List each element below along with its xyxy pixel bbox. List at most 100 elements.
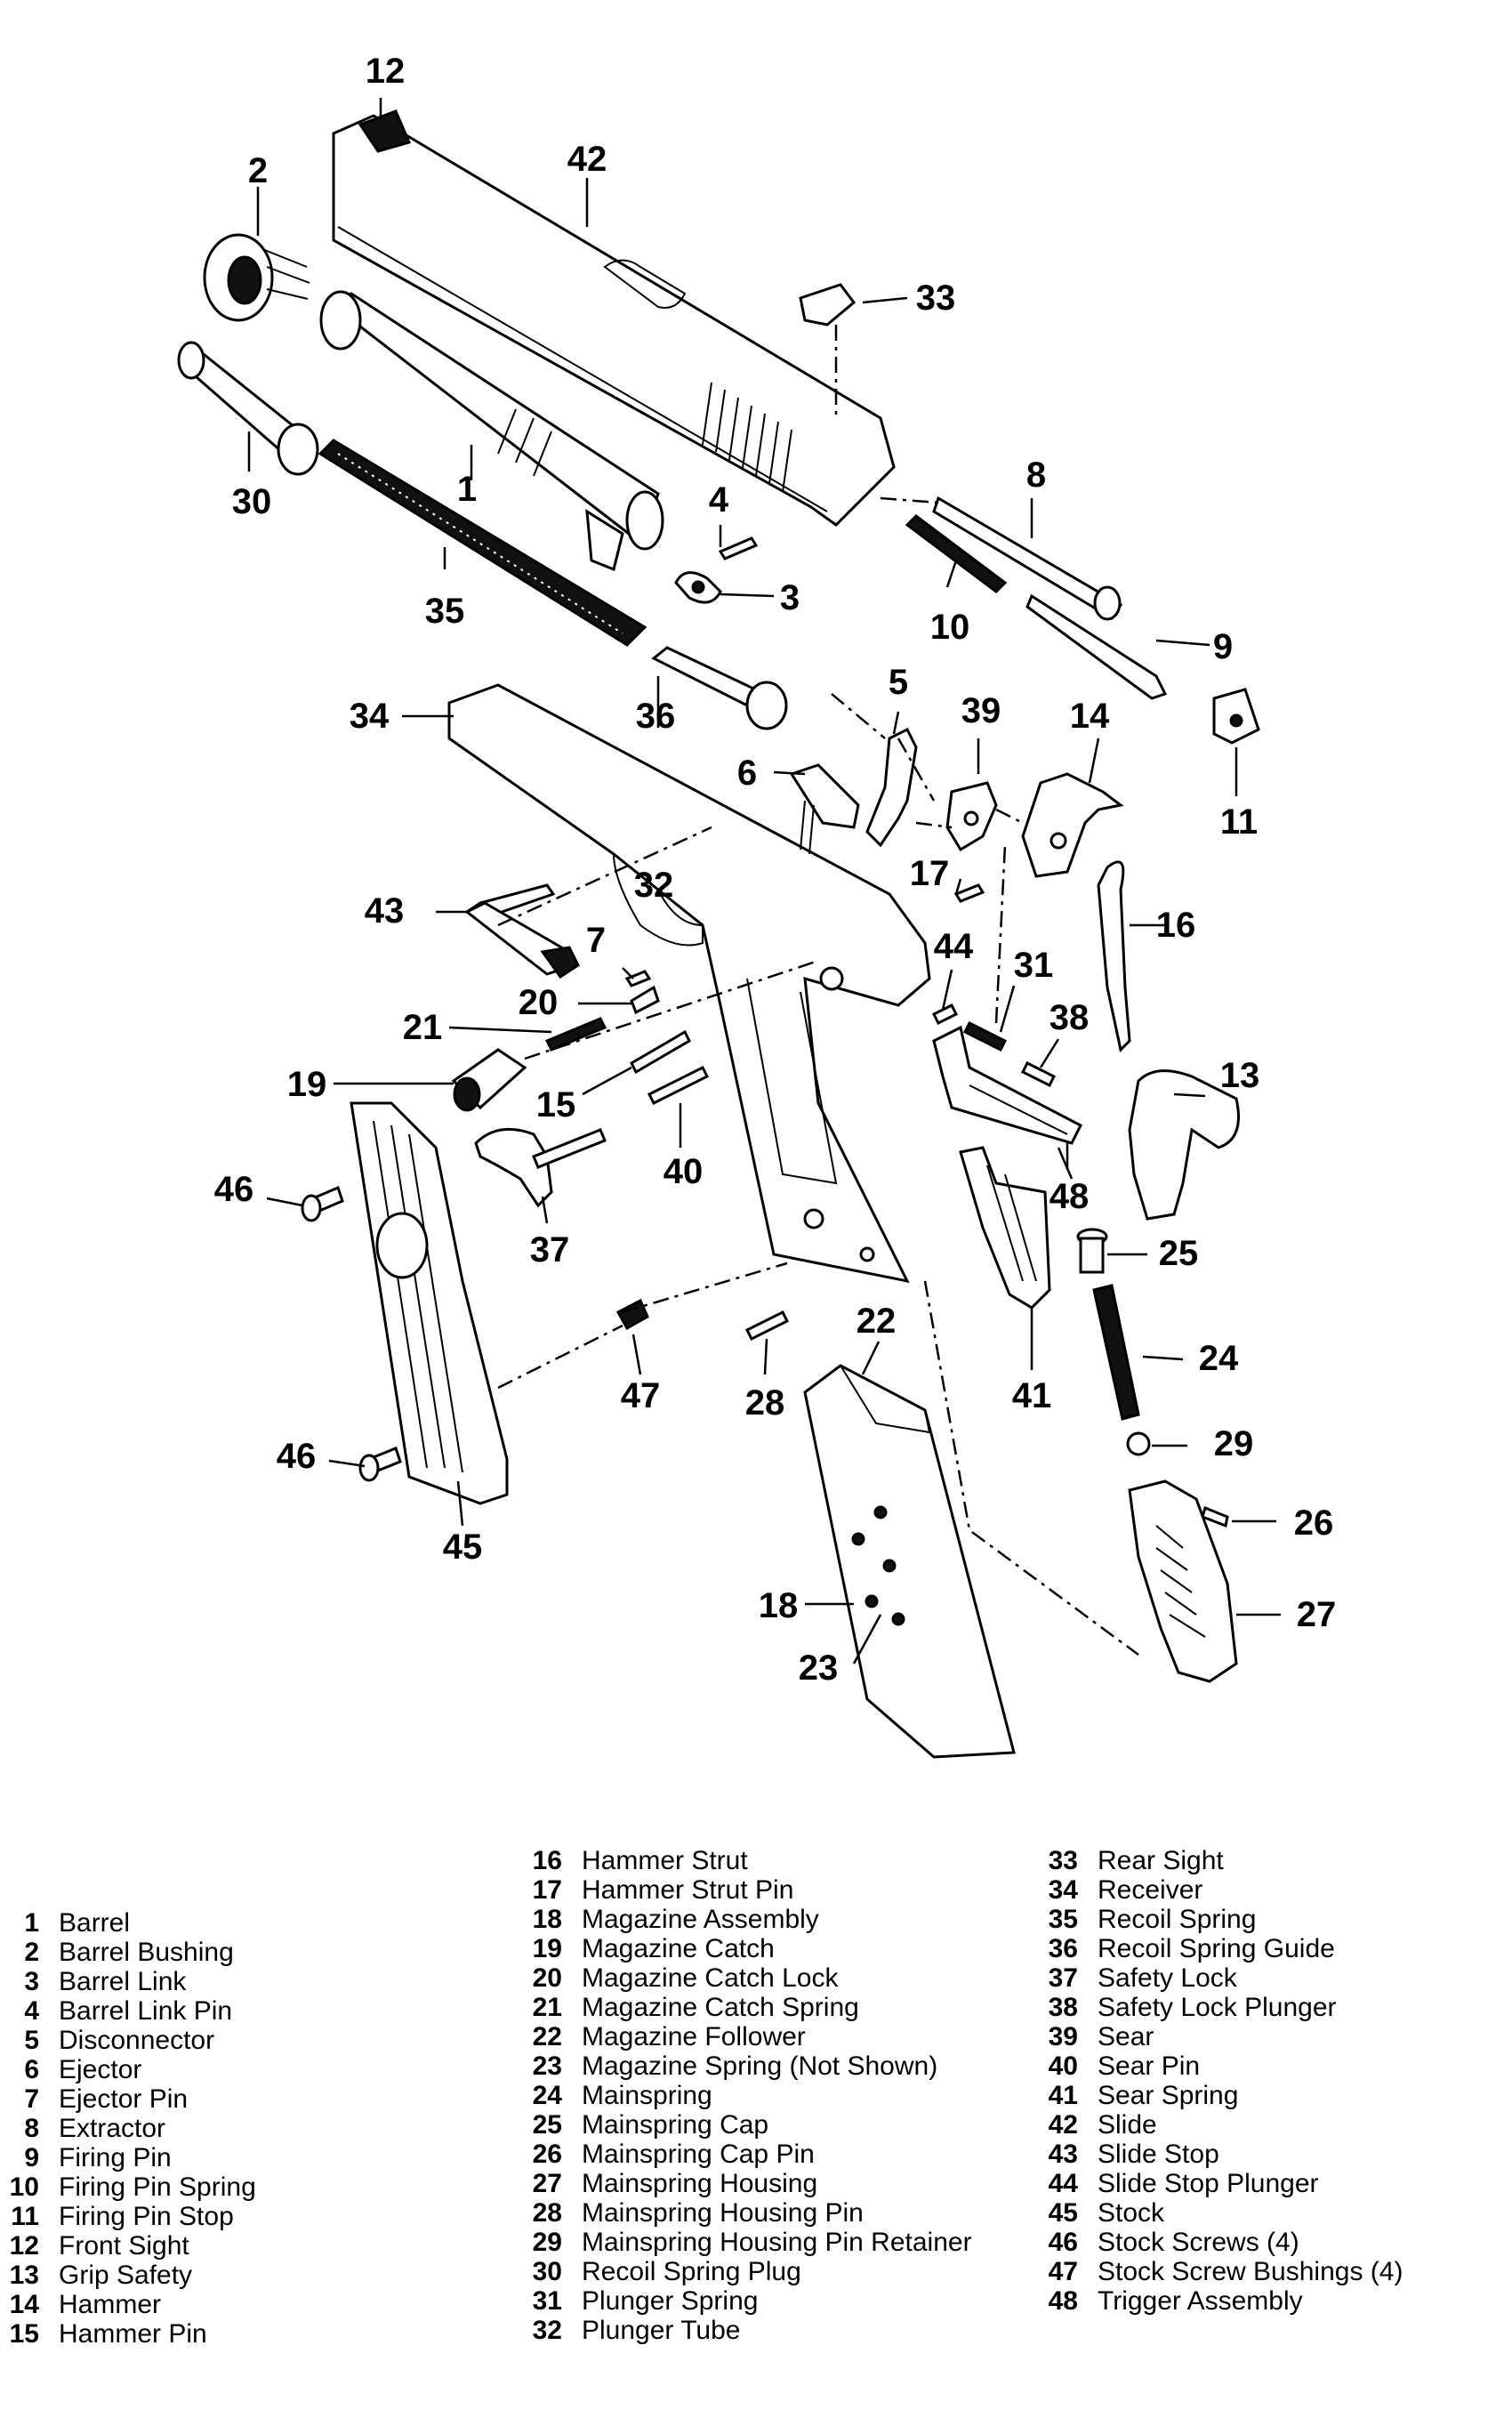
- plunger-spring-part: [962, 1020, 1008, 1052]
- legend-part-name: Mainspring Housing Pin: [582, 2198, 864, 2228]
- legend-part-number: 8: [24, 2114, 39, 2143]
- legend-part-number: 37: [1048, 1963, 1078, 1993]
- legend-part-number: 34: [1048, 1875, 1078, 1905]
- ejector-pin-part: [624, 970, 652, 987]
- callout-label: 19: [287, 1065, 327, 1104]
- magazine-assembly-part: [803, 1364, 1016, 1759]
- magazine-catch-lock-part: [630, 985, 660, 1015]
- legend-part-number: 33: [1048, 1846, 1078, 1875]
- legend-part-number: 17: [532, 1875, 562, 1905]
- legend-part-name: Magazine Catch Lock: [582, 1963, 839, 1993]
- legend-part-number: 9: [24, 2143, 39, 2172]
- callout-label: 13: [1220, 1056, 1260, 1095]
- callout-label: 31: [1014, 946, 1054, 985]
- callout-label: 38: [1050, 998, 1090, 1037]
- legend-part-name: Barrel: [59, 1908, 131, 1938]
- legend-part-name: Slide: [1098, 2110, 1157, 2140]
- legend-row: 39 Sear: [1023, 2022, 1154, 2051]
- mainspring-housing-pin-retainer-part: [1126, 1431, 1151, 1456]
- barrel-link-part: [674, 571, 722, 604]
- callout-label: 15: [536, 1085, 576, 1124]
- legend-part-number: 19: [532, 1934, 562, 1963]
- barrel-bushing-part: [203, 233, 310, 322]
- legend-part-name: Sear: [1098, 2022, 1154, 2051]
- legend-part-name: Hammer Strut Pin: [582, 1875, 794, 1905]
- firing-pin-stop-part: [1212, 688, 1260, 745]
- callout-label: 6: [737, 754, 757, 793]
- legend-part-name: Extractor: [59, 2114, 166, 2143]
- legend-part-number: 6: [24, 2055, 39, 2084]
- legend-part-number: 20: [532, 1963, 562, 1993]
- callout-label: 17: [910, 854, 950, 893]
- legend-part-name: Stock Screws (4): [1098, 2228, 1299, 2257]
- legend-part-name: Plunger Spring: [582, 2286, 759, 2316]
- extractor-part: [932, 496, 1123, 621]
- legend-part-name: Magazine Spring (Not Shown): [582, 2051, 938, 2081]
- legend-part-number: 36: [1048, 1934, 1078, 1963]
- callout-label: 36: [636, 697, 676, 736]
- legend-part-number: 42: [1048, 2110, 1078, 2140]
- firing-pin-spring-part: [905, 514, 1008, 593]
- legend-part-number: 41: [1048, 2081, 1078, 2110]
- legend-part-name: Hammer: [59, 2290, 162, 2319]
- slide-stop-part: [463, 883, 580, 979]
- legend-part-number: 4: [24, 1996, 39, 2026]
- legend-part-name: Rear Sight: [1098, 1846, 1224, 1875]
- legend-part-name: Recoil Spring Plug: [582, 2257, 801, 2286]
- stock-part: [350, 1101, 509, 1505]
- legend-row: 20 Magazine Catch Lock: [507, 1963, 839, 1993]
- legend-row: 42 Slide: [1023, 2110, 1157, 2140]
- hammer-strut-pin-part: [953, 883, 985, 903]
- legend-part-number: 35: [1048, 1905, 1078, 1934]
- legend-part-number: 39: [1048, 2022, 1078, 2051]
- legend-part-number: 48: [1048, 2286, 1078, 2316]
- hammer-strut-part: [1097, 860, 1131, 1053]
- callout-label: 26: [1294, 1503, 1334, 1543]
- firing-pin-part: [1025, 593, 1168, 700]
- barrel-link-pin-part: [718, 536, 759, 560]
- legend-part-name: Receiver: [1098, 1875, 1203, 1905]
- callout-label: 24: [1199, 1339, 1239, 1378]
- sear-part: [945, 781, 998, 852]
- callout-label: 40: [664, 1152, 704, 1191]
- legend-part-number: 5: [24, 2026, 39, 2055]
- legend-part-name: Magazine Catch: [582, 1934, 775, 1963]
- legend-part-name: Mainspring Cap: [582, 2110, 769, 2140]
- callout-label: 25: [1159, 1234, 1199, 1273]
- callout-label: 43: [365, 891, 405, 931]
- callout-label: 11: [1220, 802, 1258, 842]
- legend-part-number: 22: [532, 2022, 562, 2051]
- safety-lock-plunger-part: [1020, 1060, 1057, 1088]
- grip-safety-part: [1128, 1069, 1240, 1221]
- legend-part-name: Firing Pin Spring: [59, 2172, 256, 2202]
- legend-part-number: 38: [1048, 1993, 1078, 2022]
- callout-label: 30: [232, 482, 272, 521]
- recoil-spring-plug-part: [177, 341, 319, 476]
- slide-part: [332, 109, 896, 527]
- legend-part-name: Hammer Strut: [582, 1846, 748, 1875]
- legend-part-number: 45: [1048, 2198, 1078, 2228]
- callout-label: 48: [1050, 1177, 1090, 1216]
- legend-part-number: 47: [1048, 2257, 1078, 2286]
- mainspring-cap-pin-part: [1201, 1505, 1229, 1528]
- legend-part-name: Magazine Follower: [582, 2022, 806, 2051]
- legend-part-name: Front Sight: [59, 2231, 189, 2261]
- callout-label: 14: [1070, 697, 1110, 736]
- legend-part-number: 15: [9, 2319, 39, 2349]
